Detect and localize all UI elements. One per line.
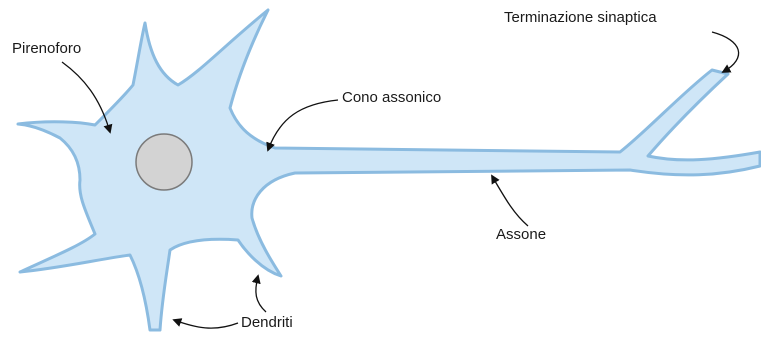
dendriti-arrow-right <box>256 276 266 312</box>
assone-arrow <box>492 176 528 226</box>
nucleus <box>136 134 192 190</box>
terminazione-sinaptica-label: Terminazione sinaptica <box>504 9 657 27</box>
terminazione-sinaptica-arrow <box>712 32 739 72</box>
neuron-body <box>18 10 760 330</box>
cono-assonico-label: Cono assonico <box>342 89 441 107</box>
cono-assonico-arrow <box>268 100 338 150</box>
assone-label: Assone <box>496 226 546 244</box>
dendriti-label: Dendriti <box>241 314 293 332</box>
pirenoforo-label: Pirenoforo <box>12 40 81 58</box>
dendriti-arrow-left <box>174 320 238 328</box>
